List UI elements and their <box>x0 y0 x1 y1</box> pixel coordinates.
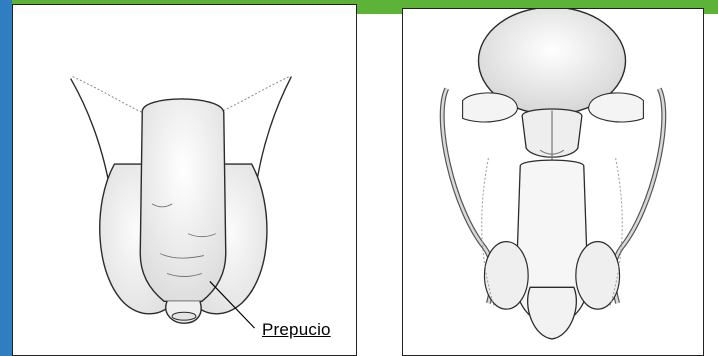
side-strip <box>0 0 12 356</box>
penis-shaft <box>140 99 226 301</box>
left-illustration-panel: Prepucio <box>12 4 357 356</box>
testis-right <box>576 242 620 310</box>
external-anatomy-illustration <box>13 5 356 355</box>
prepucio-label: Prepucio <box>262 320 331 340</box>
glans <box>528 287 577 339</box>
internal-anatomy-illustration <box>403 9 703 355</box>
testis-left <box>484 242 528 310</box>
right-illustration-panel <box>402 8 704 356</box>
